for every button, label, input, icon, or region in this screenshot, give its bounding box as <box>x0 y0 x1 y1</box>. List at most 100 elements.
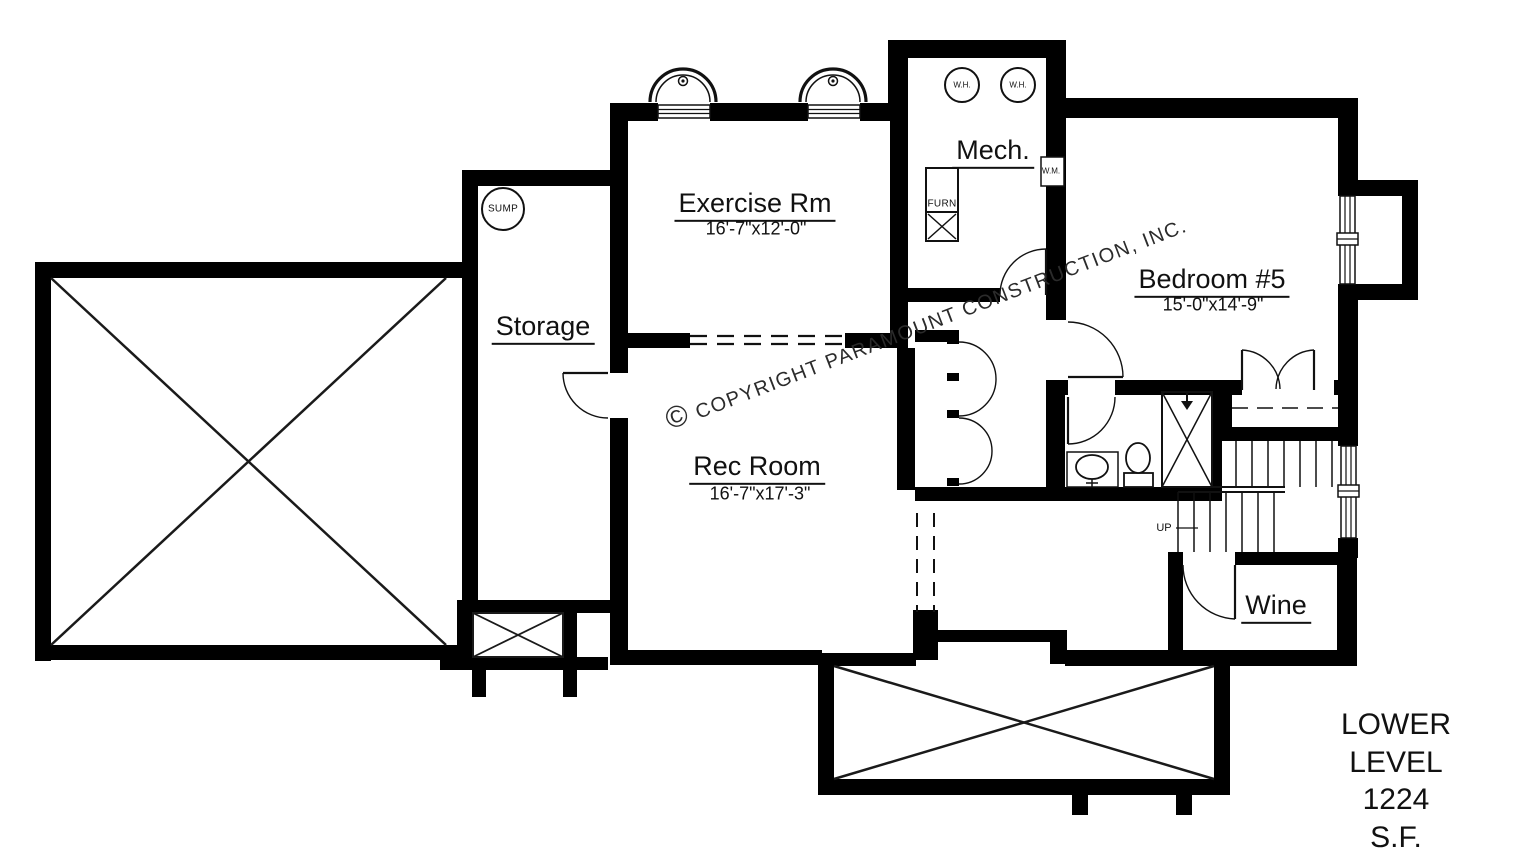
wall <box>1065 650 1178 666</box>
bedroom-closet-double-door <box>1240 349 1316 390</box>
room-label-mech: Mech. <box>952 134 1034 169</box>
room-dims-exercise: 16'-7"x12'-0" <box>705 218 807 239</box>
unexcavated-area-x <box>50 277 447 646</box>
wall-stub <box>472 670 486 697</box>
wall-stub <box>947 373 959 381</box>
room-name: Mech. <box>952 134 1034 169</box>
washing-machine <box>1040 156 1065 187</box>
wall <box>897 348 915 490</box>
wall <box>35 262 51 661</box>
windows <box>648 67 1360 539</box>
window-well-wall <box>1338 284 1418 300</box>
wall <box>888 40 1066 58</box>
furnace-label: FURN <box>927 198 957 210</box>
room-name: Storage <box>491 310 595 345</box>
wall-stub <box>563 670 577 697</box>
wall-stub <box>947 410 959 418</box>
wall <box>1050 636 1067 664</box>
wall <box>710 103 808 121</box>
wall <box>1046 392 1065 487</box>
room-label-bedroom5: Bedroom #5 <box>1134 263 1290 298</box>
wall <box>845 333 890 348</box>
wall <box>462 170 478 602</box>
room-dims-bedroom5: 15'-0"x14'-9" <box>1162 294 1264 315</box>
wall <box>818 653 834 795</box>
wall <box>908 288 1000 302</box>
wall <box>35 262 462 278</box>
room-dims-rec: 16'-7"x17'-3" <box>709 483 811 504</box>
wall <box>1337 552 1357 666</box>
wall <box>440 657 608 670</box>
window-well-wall <box>1402 180 1418 300</box>
wall <box>1338 118 1358 182</box>
sump-pump <box>481 187 525 231</box>
wall-stub <box>947 478 959 486</box>
wall <box>628 333 690 348</box>
wall <box>610 418 628 665</box>
wall-stub <box>1072 795 1088 815</box>
storage-door <box>562 371 609 419</box>
plan-title: LOWER LEVEL <box>1340 708 1451 779</box>
hall-closet-bifold-doors <box>958 341 997 485</box>
fixtures <box>481 67 1213 488</box>
wall <box>462 170 612 186</box>
wall-stub <box>947 336 959 344</box>
water-heater-1 <box>944 67 980 103</box>
room-label-wine: Wine <box>1241 589 1311 624</box>
wall <box>890 103 908 348</box>
wall <box>563 613 577 657</box>
wall <box>930 630 1067 642</box>
wall <box>1338 300 1358 446</box>
window <box>657 104 711 119</box>
wall <box>1046 380 1068 395</box>
room-name: Wine <box>1241 589 1311 624</box>
room-name: Bedroom #5 <box>1134 263 1290 298</box>
wall <box>1218 387 1232 432</box>
water-heater-2 <box>1000 67 1036 103</box>
egress-window-well <box>798 67 868 119</box>
wall <box>1214 653 1230 795</box>
furnace <box>925 167 959 242</box>
wall <box>457 600 473 670</box>
window <box>807 104 861 119</box>
wall <box>1211 390 1222 490</box>
bedroom-door <box>1067 321 1124 379</box>
bathroom-door <box>1066 396 1116 445</box>
washer-label: W.M. <box>1041 166 1061 176</box>
toilet <box>1123 442 1154 488</box>
room-name: Rec Room <box>689 450 825 485</box>
wine-door <box>1182 564 1237 620</box>
stairs-up-label: UP <box>1156 522 1172 534</box>
wall <box>818 653 916 666</box>
x-marks <box>50 277 1215 781</box>
doors <box>562 248 1316 620</box>
wall <box>1218 427 1340 441</box>
plan-area: 1224 S.F. <box>1362 783 1430 854</box>
wall <box>915 487 1222 501</box>
room-name: Exercise Rm <box>674 187 836 222</box>
water-heater-label-1: W.H. <box>953 80 971 90</box>
room-label-exercise: Exercise Rm <box>674 187 836 222</box>
areaway-x <box>472 612 564 658</box>
porch-x <box>833 664 1215 781</box>
bedroom-window <box>1336 195 1359 285</box>
bathroom-sink <box>1066 451 1119 488</box>
water-heater-label-2: W.H. <box>1009 80 1027 90</box>
sump-label: SUMP <box>487 203 519 215</box>
wall <box>35 645 462 660</box>
wall <box>1168 552 1183 653</box>
wall <box>888 40 908 120</box>
mech-door <box>999 248 1048 296</box>
title-block: LOWER LEVEL 1224 S.F. <box>1337 706 1455 856</box>
room-label-rec: Rec Room <box>689 450 825 485</box>
wall <box>610 650 822 665</box>
wall <box>457 600 610 613</box>
wall <box>1046 98 1358 118</box>
shower <box>1161 391 1213 488</box>
walls <box>35 40 1418 815</box>
shower-head <box>1181 401 1193 410</box>
wall <box>1168 650 1357 666</box>
stairs <box>1176 441 1333 552</box>
